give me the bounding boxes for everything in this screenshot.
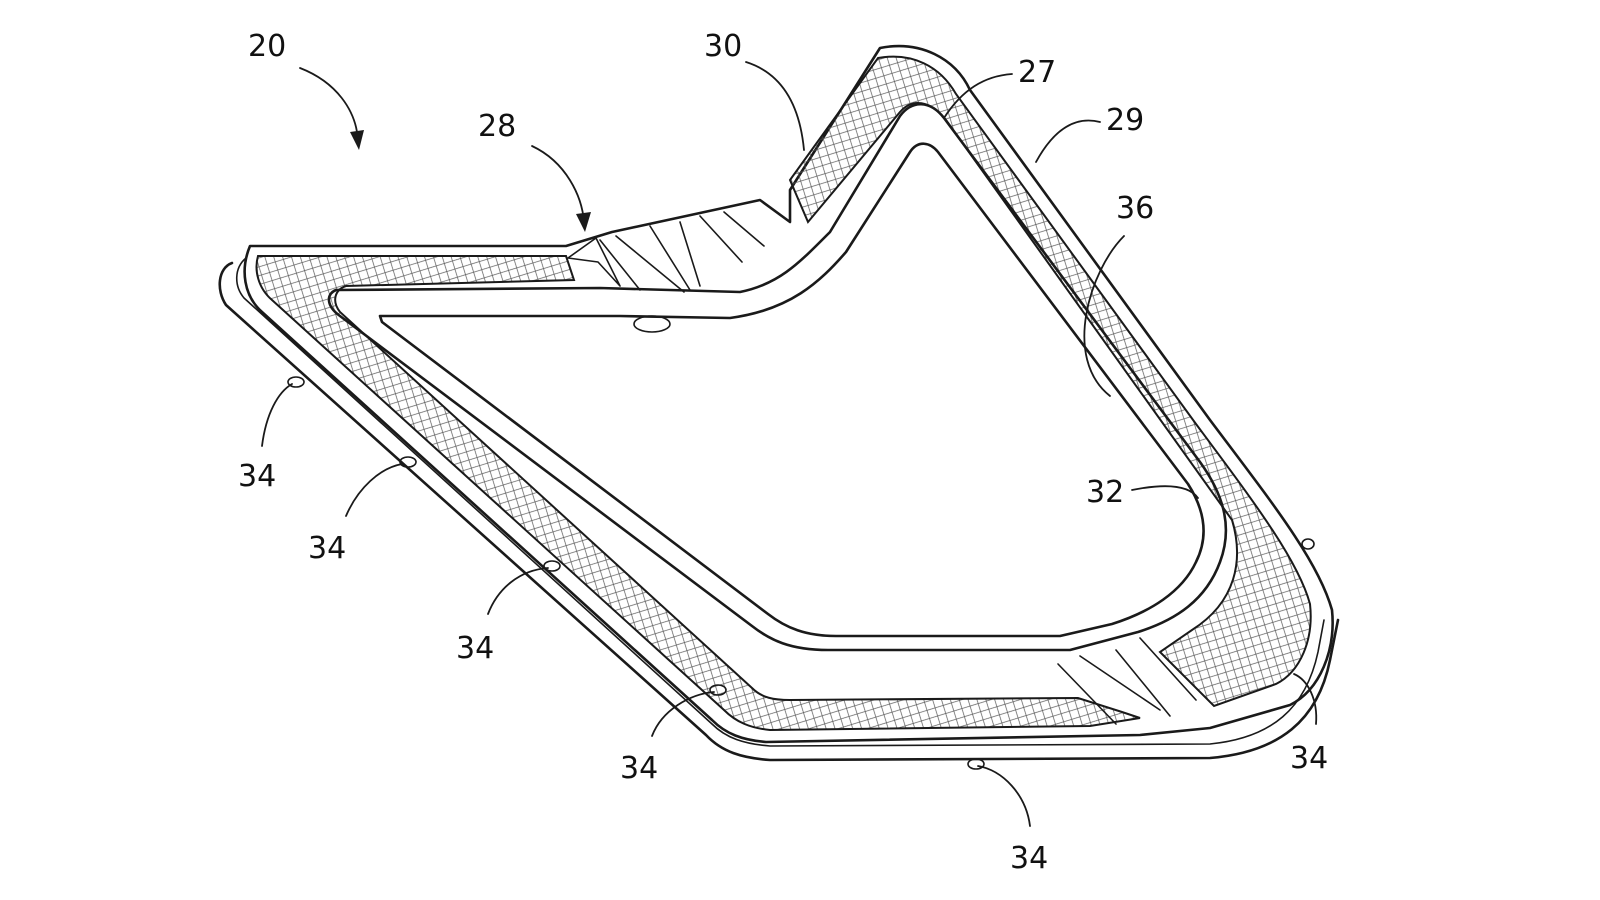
leader-32 — [1131, 485, 1199, 499]
seal-band — [255, 255, 1141, 732]
leader-34-e — [977, 765, 1031, 827]
rib-section-lower — [1057, 637, 1197, 725]
base-rim-inner — [235, 257, 1325, 747]
label-27: 27 — [1018, 55, 1056, 90]
label-29: 29 — [1106, 103, 1144, 138]
label-34-c: 34 — [456, 631, 494, 666]
base-rim — [218, 261, 1340, 762]
arrow-28 — [576, 212, 591, 232]
leader-27 — [943, 73, 1013, 119]
label-34-e: 34 — [1010, 841, 1048, 876]
leader-36 — [1083, 235, 1125, 397]
label-34-b: 34 — [308, 531, 346, 566]
seal-band-right — [788, 55, 1312, 708]
leader-28 — [531, 145, 585, 223]
leader-34-b — [345, 463, 403, 517]
mount-bosses — [287, 315, 1315, 770]
leader-20 — [299, 67, 359, 141]
label-30: 30 — [704, 29, 742, 64]
leader-34-c — [487, 567, 549, 615]
label-36: 36 — [1116, 191, 1154, 226]
inner-ring — [327, 102, 1228, 652]
frame-assembly — [218, 44, 1340, 770]
leader-30 — [745, 61, 805, 151]
label-34-d: 34 — [620, 751, 658, 786]
opening — [378, 142, 1205, 638]
label-32: 32 — [1086, 475, 1124, 510]
reference-numerals: 20 30 27 28 29 36 32 34 34 34 34 34 34 — [238, 29, 1328, 876]
label-34-a: 34 — [238, 459, 276, 494]
leader-34-f — [1293, 673, 1318, 725]
arrow-20 — [350, 130, 364, 150]
leader-29 — [1035, 119, 1101, 163]
leader-34-d — [651, 691, 715, 737]
label-28: 28 — [478, 109, 516, 144]
leader-34-a — [261, 383, 293, 447]
leader-lines — [261, 61, 1318, 827]
rib-section — [567, 211, 765, 293]
label-34-f: 34 — [1290, 741, 1328, 776]
label-20: 20 — [248, 29, 286, 64]
outer-contour — [243, 44, 1334, 744]
